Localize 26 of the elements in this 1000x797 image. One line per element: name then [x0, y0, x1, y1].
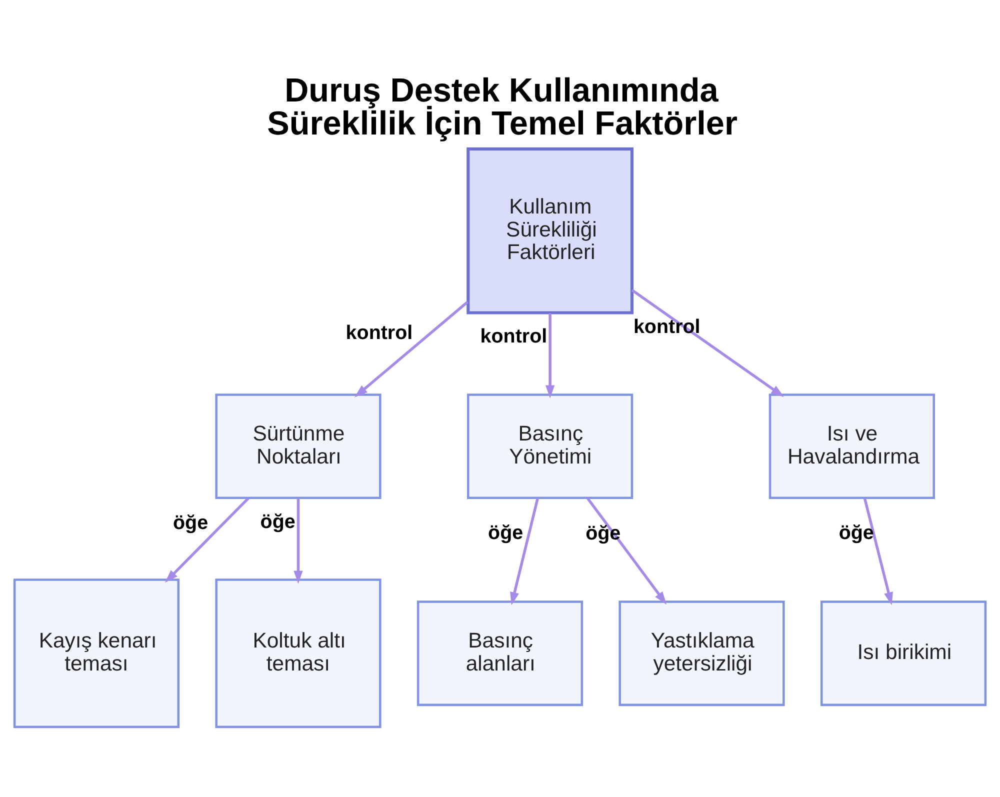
arrow [631, 289, 784, 397]
edge-label: öğe [260, 511, 296, 534]
node-box: Isı ve Havalandırma [768, 394, 935, 499]
node-box: Sürtünme Noktaları [215, 394, 382, 499]
arrow [863, 498, 893, 606]
arrow [164, 497, 250, 583]
edge-label: kontrol [633, 316, 700, 338]
diagram-title: Duruş Destek Kullanımında Süreklilik İçin Temel Faktörler [267, 72, 738, 143]
arrow [586, 497, 667, 605]
node-box: Yastıklama yetersizliği [618, 600, 785, 706]
node-box: Basınç alanları [416, 600, 584, 706]
arrow [354, 300, 468, 398]
edge-label: öğe [173, 512, 208, 534]
arrow [510, 498, 539, 606]
arrow [294, 498, 303, 584]
node-box: Kullanım Sürekliliği Faktörleri [466, 147, 634, 314]
node-box: Kayış kenarı teması [13, 578, 180, 728]
node-box: Koltuk altı teması [215, 578, 382, 728]
edge-label: kontrol [480, 326, 548, 348]
arrow [545, 313, 555, 398]
edge-label: öğe [488, 522, 524, 544]
edge-label: öğe [586, 522, 621, 545]
node-box: Isı birikimi [820, 600, 987, 706]
edge-label: öğe [838, 522, 874, 544]
node-box: Basınç Yönetimi [467, 394, 634, 499]
edge-label: kontrol [346, 322, 413, 344]
